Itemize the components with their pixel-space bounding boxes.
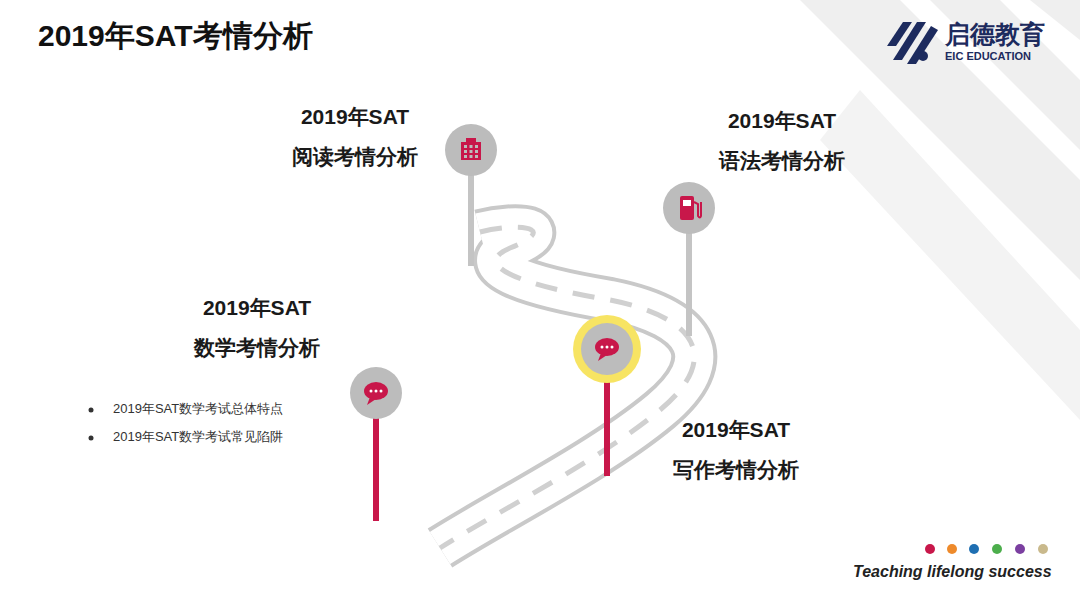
milestone-pin: 2019年SAT 语法考情分析: [663, 182, 715, 234]
bullet-item: 2019年SAT数学考试总体特点: [113, 400, 283, 418]
milestone-heading: 2019年SAT 语法考情分析: [707, 101, 857, 181]
logo-name: 启德教育: [945, 18, 1045, 51]
pin-head: [571, 313, 643, 385]
logo-subtitle: EIC EDUCATION: [945, 50, 1031, 62]
tagline: Teaching lifelong success: [853, 563, 1052, 581]
pin-head: [340, 357, 412, 429]
decor-bands: [800, 0, 1080, 420]
milestone-heading: 2019年SAT 写作考情分析: [661, 410, 811, 490]
bullet-item: 2019年SAT数学考试常见陷阱: [113, 428, 283, 446]
pin-poles: [373, 172, 692, 521]
pin-head: [435, 114, 507, 186]
milestone-heading: 2019年SAT 阅读考情分析: [280, 97, 430, 177]
logo-icon: [887, 22, 938, 64]
page-title: 2019年SAT考情分析: [38, 16, 313, 57]
milestone-pin: 2019年SAT 写作考情分析: [581, 323, 633, 375]
color-dots: [925, 544, 1048, 554]
milestone-pin: 2019年SAT 数学考情分析: [350, 367, 402, 419]
bullet-dots: [89, 408, 94, 441]
pin-head: [653, 172, 725, 244]
milestone-pin: 2019年SAT 阅读考情分析: [445, 124, 497, 176]
road: [440, 227, 694, 548]
milestone-heading: 2019年SAT 数学考情分析: [182, 288, 332, 368]
